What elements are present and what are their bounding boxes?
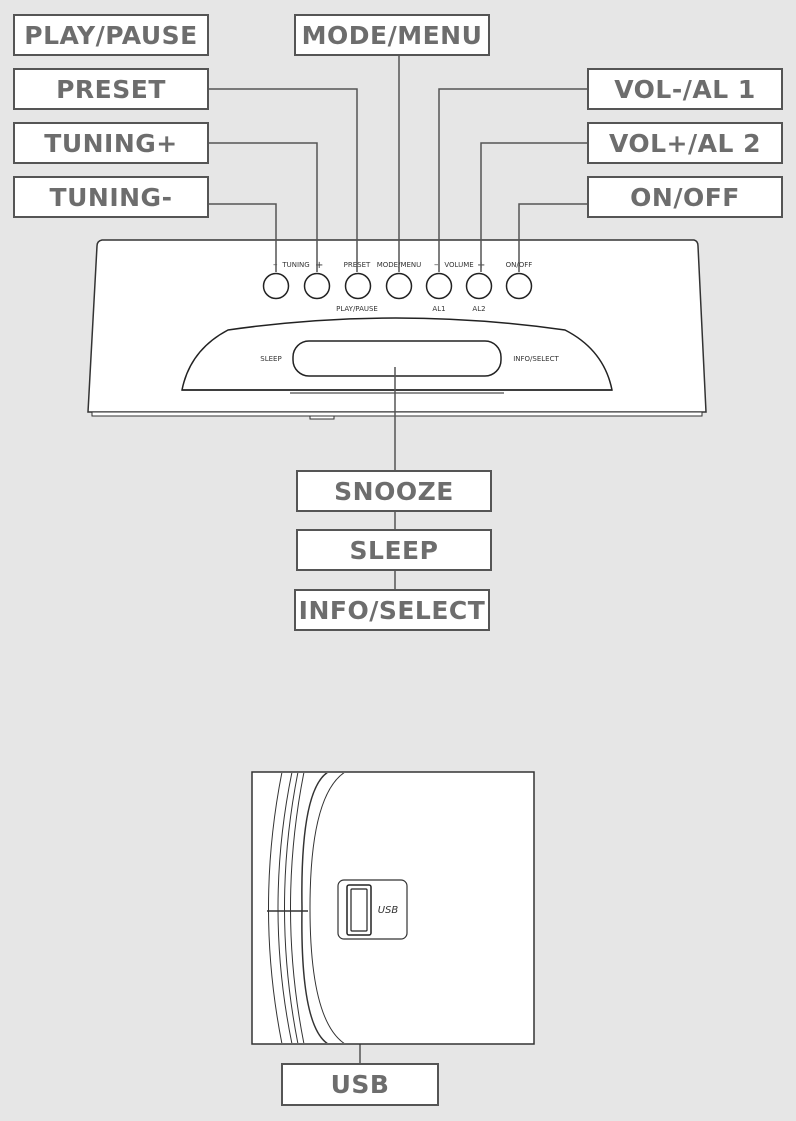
usb-port[interactable] (346, 884, 372, 936)
device-label-al2: AL2 (472, 305, 485, 313)
device-label-tuning: TUNING (281, 261, 309, 269)
volume-minus-button[interactable] (425, 272, 453, 300)
callout-vol-plus-al2: VOL+/AL 2 (587, 122, 783, 164)
device-label-volume-minus: – (434, 260, 439, 270)
mode-menu-button[interactable] (385, 272, 413, 300)
callout-sleep: SLEEP (296, 529, 492, 571)
device-label-volume: VOLUME (444, 261, 473, 269)
preset-button[interactable] (344, 272, 372, 300)
callout-tuning-plus: TUNING+ (13, 122, 209, 164)
callout-mode-menu: MODE/MENU (294, 14, 490, 56)
usb-port-label: USB (378, 905, 399, 916)
callout-tuning-minus: TUNING- (13, 176, 209, 218)
display-window[interactable] (292, 340, 502, 377)
tuning-minus-button[interactable] (262, 272, 290, 300)
tuning-plus-button[interactable] (303, 272, 331, 300)
device-label-info-select: INFO/SELECT (513, 355, 559, 363)
on-off-button[interactable] (505, 272, 533, 300)
callout-preset: PRESET (13, 68, 209, 110)
device-label-play-pause: PLAY/PAUSE (336, 305, 378, 313)
device-label-sleep: SLEEP (260, 355, 281, 363)
device-label-al1: AL1 (432, 305, 445, 313)
usb-detail: USB (251, 771, 535, 1045)
callout-snooze: SNOOZE (296, 470, 492, 512)
callout-usb: USB (281, 1063, 439, 1106)
front-panel: SLEEP INFO/SELECT (181, 317, 613, 394)
callout-on-off: ON/OFF (587, 176, 783, 218)
volume-plus-button[interactable] (465, 272, 493, 300)
device-label-tuning-plus: + (315, 260, 323, 271)
callout-vol-minus-al1: VOL-/AL 1 (587, 68, 783, 110)
callout-play-pause: PLAY/PAUSE (13, 14, 209, 56)
callout-info-select: INFO/SELECT (294, 589, 490, 631)
radio-buttons (262, 272, 533, 300)
